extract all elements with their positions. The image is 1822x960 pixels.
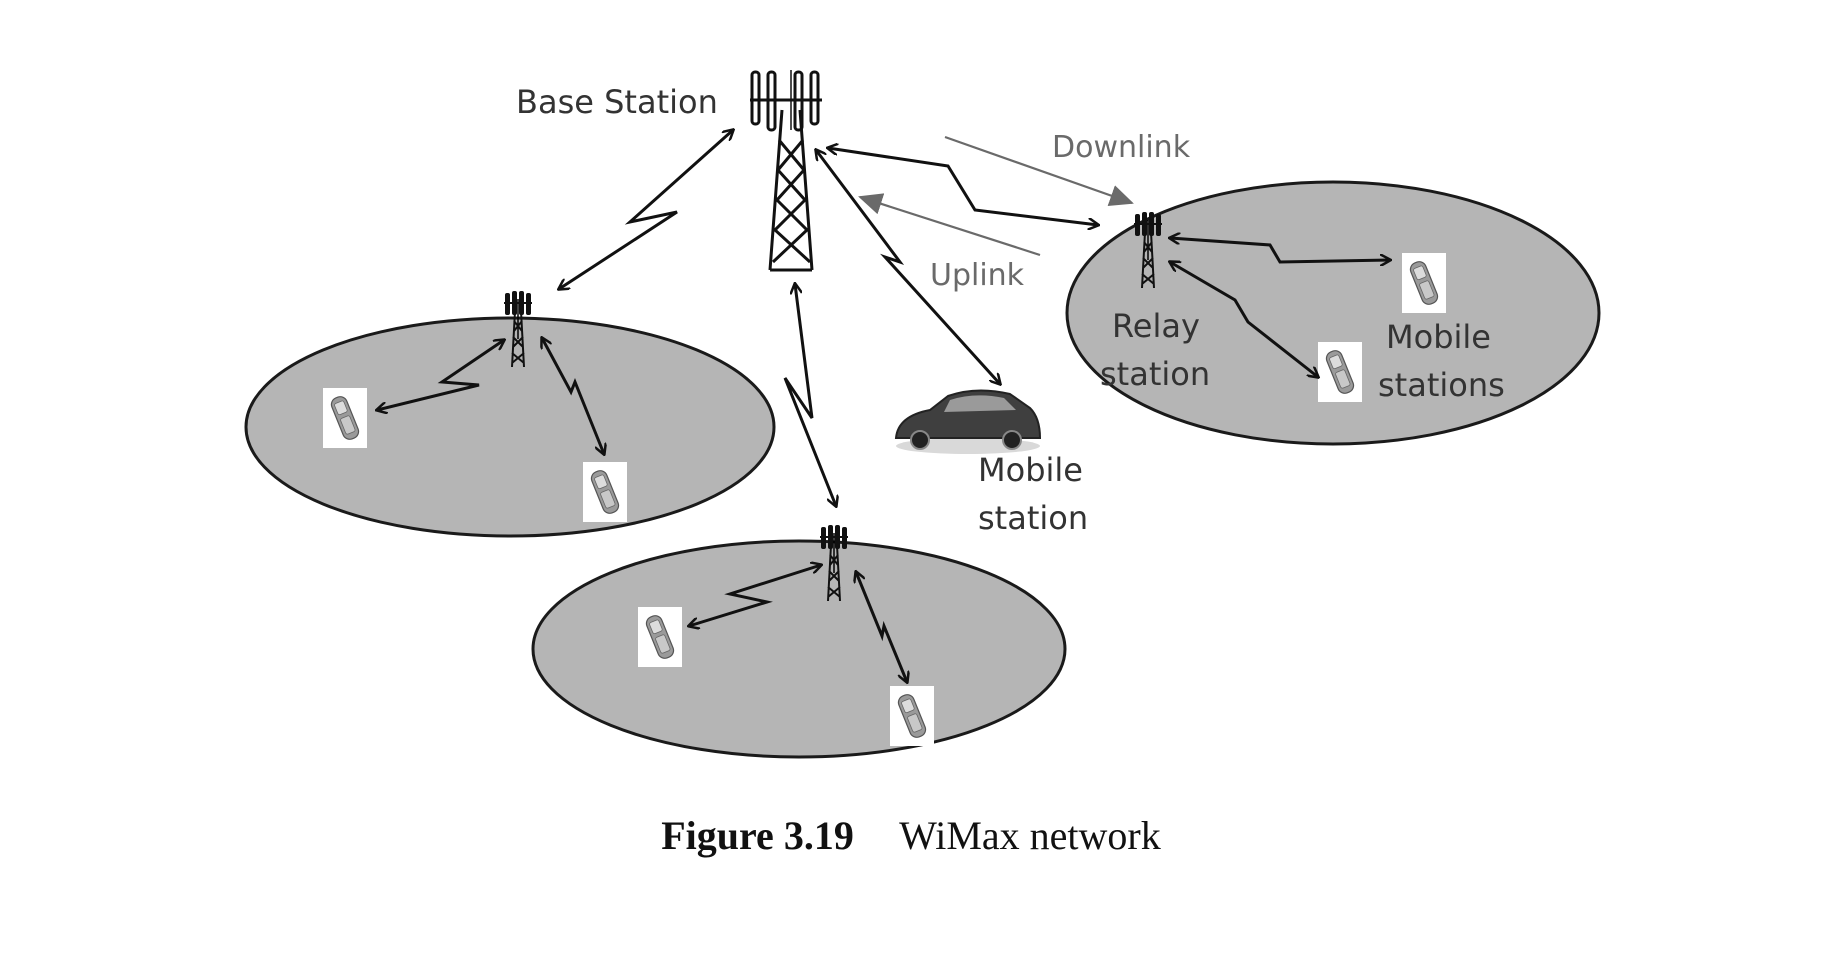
mobile-phone-icon xyxy=(1401,252,1447,314)
mobile-stations-label-line1: Mobile xyxy=(1386,318,1491,356)
relay-station-label-line2: station xyxy=(1100,355,1210,393)
mobile-stations-label-line2: stations xyxy=(1378,366,1505,404)
mobile-phone-icon xyxy=(1317,341,1363,403)
mobile-phone-icon xyxy=(889,685,935,747)
uplink-arrow xyxy=(858,193,1041,257)
base-station-tower-icon xyxy=(750,70,822,272)
downlink-arrow xyxy=(944,135,1134,207)
uplink-label: Uplink xyxy=(930,258,1025,293)
mobile-phone-icon xyxy=(582,461,628,523)
figure-caption-text: WiMax network xyxy=(899,813,1161,858)
car-icon xyxy=(894,389,1042,454)
figure-caption: Figure 3.19 WiMax network xyxy=(661,813,1161,858)
figure-caption-number: Figure 3.19 xyxy=(661,813,854,858)
mobile-phone-icon xyxy=(637,606,683,668)
mobile-station-label-line1: Mobile xyxy=(978,451,1083,489)
mobile-station-label-line2: station xyxy=(978,499,1088,537)
zigzag-radio-link-icon xyxy=(377,130,1390,682)
base-station-label: Base Station xyxy=(516,83,718,121)
downlink-label: Downlink xyxy=(1052,130,1191,165)
mobile-phone-icon xyxy=(322,387,368,449)
relay-station-label-line1: Relay xyxy=(1112,307,1200,345)
